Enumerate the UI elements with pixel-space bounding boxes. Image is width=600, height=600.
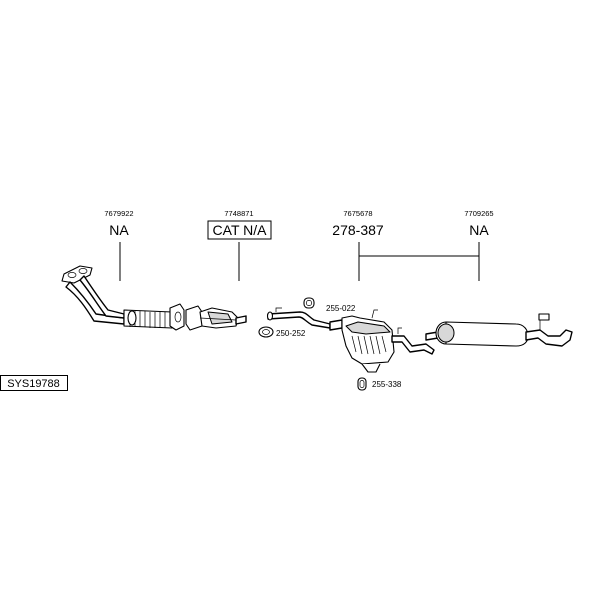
oem-number-catalyst: 7748871: [224, 209, 253, 218]
system-id: SYS19788: [7, 378, 60, 390]
fitting-250-252[interactable]: 250-252: [258, 326, 306, 338]
catalyst-part[interactable]: [185, 305, 247, 331]
oem-number-front-pipe: 7679922: [104, 209, 133, 218]
part-number-box-catalyst: [207, 220, 272, 240]
part-number-middle-silencer[interactable]: 278-387: [332, 222, 384, 238]
part-number-catalyst[interactable]: CAT N/A: [213, 222, 268, 238]
part-number-rear-silencer[interactable]: NA: [469, 222, 489, 238]
fitting-label-255-338: 255-338: [372, 380, 402, 389]
oem-number-rear-silencer: 7709265: [464, 209, 493, 218]
fitting-255-338[interactable]: 255-338: [357, 377, 402, 391]
rear-silencer-part[interactable]: [425, 313, 573, 347]
intermediate-pipe-part[interactable]: [266, 307, 331, 329]
middle-silencer-part[interactable]: [329, 309, 435, 373]
part-number-front-pipe[interactable]: NA: [109, 222, 129, 238]
oem-number-middle-silencer: 7675678: [343, 209, 372, 218]
fitting-255-022[interactable]: 255-022: [303, 297, 356, 313]
system-id-box: [0, 375, 68, 391]
fitting-label-255-022: 255-022: [326, 304, 356, 313]
front-pipe-part[interactable]: [61, 265, 185, 331]
fitting-label-250-252: 250-252: [276, 329, 306, 338]
